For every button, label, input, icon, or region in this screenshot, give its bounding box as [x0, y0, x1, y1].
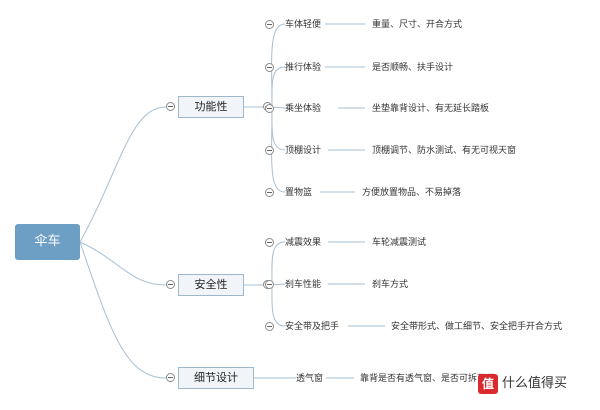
- connector-curve: [271, 284, 286, 327]
- detail-vent: 靠背是否有透气窗、是否可拆可用: [360, 374, 496, 384]
- node-light-body[interactable]: 车体轻便: [285, 20, 322, 30]
- node-vent[interactable]: 透气窗: [296, 374, 324, 384]
- detail-brake: 刹车方式: [372, 280, 409, 290]
- branch-detail-design[interactable]: 细节设计: [178, 367, 254, 389]
- connector-curve: [271, 241, 286, 286]
- collapse-icon[interactable]: [265, 238, 274, 247]
- collapse-icon[interactable]: [265, 322, 274, 331]
- connector-curve: [79, 241, 167, 379]
- collapse-icon[interactable]: [265, 20, 274, 29]
- node-brake[interactable]: 刹车性能: [285, 280, 322, 290]
- node-basket[interactable]: 置物篮: [285, 188, 313, 198]
- connector-curve: [79, 241, 167, 286]
- node-belt-handle[interactable]: 安全带及把手: [285, 322, 340, 332]
- connector-curve: [271, 283, 286, 286]
- node-riding[interactable]: 乘坐体验: [285, 104, 322, 114]
- node-canopy[interactable]: 顶棚设计: [285, 146, 322, 156]
- collapse-icon[interactable]: [166, 280, 175, 289]
- detail-belt-handle: 安全带形式、做工细节、安全把手开合方式: [391, 322, 563, 332]
- detail-riding: 坐垫靠背设计、有无延长踏板: [372, 104, 490, 114]
- connector-curve: [79, 106, 167, 243]
- detail-shock: 车轮减震测试: [372, 238, 427, 248]
- collapse-icon[interactable]: [166, 373, 175, 382]
- collapse-icon[interactable]: [265, 104, 274, 113]
- watermark-logo-icon: 值: [478, 374, 498, 394]
- collapse-icon[interactable]: [265, 280, 274, 289]
- detail-pushing: 是否顺畅、扶手设计: [372, 63, 454, 73]
- detail-canopy: 顶棚调节、防水测试、有无可视天窗: [372, 146, 517, 156]
- connector-curve: [271, 106, 286, 193]
- detail-light-body: 重量、尺寸、开合方式: [372, 20, 463, 30]
- connector-curve: [271, 106, 286, 109]
- detail-basket: 方便放置物品、不易掉落: [362, 188, 462, 198]
- node-pushing[interactable]: 推行体验: [285, 63, 322, 73]
- branch-safety[interactable]: 安全性: [178, 274, 244, 296]
- node-shock[interactable]: 减震效果: [285, 238, 322, 248]
- watermark-text: 什么值得买: [502, 376, 568, 391]
- connector-curve: [271, 66, 286, 108]
- root-node-label: 伞车: [34, 234, 61, 249]
- collapse-icon[interactable]: [265, 63, 274, 72]
- collapse-icon[interactable]: [265, 188, 274, 197]
- root-node[interactable]: [15, 224, 80, 260]
- collapse-icon[interactable]: [265, 146, 274, 155]
- collapse-icon[interactable]: [166, 102, 175, 111]
- branch-functionality[interactable]: 功能性: [178, 96, 244, 118]
- connector-curve: [271, 106, 286, 151]
